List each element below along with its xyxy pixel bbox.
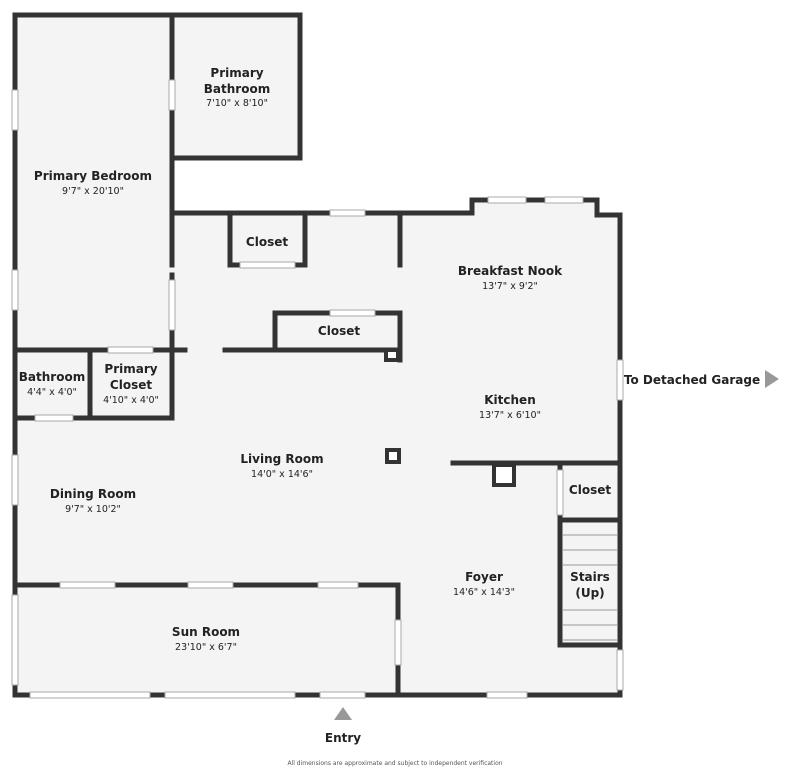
room-closet-middle: Closet: [318, 324, 360, 338]
room-breakfast-nook: Breakfast Nook 13'7" x 9'2": [458, 264, 563, 292]
svg-text:14'6" x 14'3": 14'6" x 14'3": [453, 587, 515, 598]
svg-text:Bathroom: Bathroom: [204, 82, 270, 96]
walls: [12, 12, 623, 698]
room-primary-closet: Primary Closet 4'10" x 4'0": [103, 362, 159, 406]
svg-text:Closet: Closet: [110, 378, 152, 392]
svg-text:Sun Room: Sun Room: [172, 625, 240, 639]
room-dining-room: Dining Room 9'7" x 10'2": [50, 487, 136, 515]
room-bathroom: Bathroom 4'4" x 4'0": [19, 370, 85, 398]
room-sun-room: Sun Room 23'10" x 6'7": [172, 625, 240, 653]
svg-text:23'10" x 6'7": 23'10" x 6'7": [175, 642, 237, 653]
garage-pointer: To Detached Garage: [624, 370, 779, 388]
svg-text:(Up): (Up): [575, 586, 604, 600]
entry-pointer: Entry: [325, 707, 361, 745]
windows-doors: [11, 79, 624, 699]
svg-text:4'10" x 4'0": 4'10" x 4'0": [103, 395, 159, 406]
svg-text:Entry: Entry: [325, 731, 361, 745]
svg-text:Bathroom: Bathroom: [19, 370, 85, 384]
svg-text:Dining Room: Dining Room: [50, 487, 136, 501]
room-primary-bedroom: Primary Bedroom 9'7" x 20'10": [34, 169, 152, 197]
svg-text:13'7" x 9'2": 13'7" x 9'2": [482, 281, 538, 292]
disclaimer: All dimensions are approximate and subje…: [287, 760, 502, 767]
floor-fill: [15, 15, 620, 695]
stairs: [562, 534, 617, 641]
svg-text:Breakfast Nook: Breakfast Nook: [458, 264, 563, 278]
svg-text:Foyer: Foyer: [465, 570, 503, 584]
svg-text:Primary Bedroom: Primary Bedroom: [34, 169, 152, 183]
svg-text:7'10" x 8'10": 7'10" x 8'10": [206, 98, 268, 109]
svg-text:4'4" x 4'0": 4'4" x 4'0": [27, 387, 77, 398]
svg-text:Primary: Primary: [210, 66, 263, 80]
room-stairs: Stairs (Up): [565, 568, 615, 608]
arrow-right-icon: [765, 370, 779, 388]
room-closet-upper: Closet: [246, 235, 288, 249]
svg-text:To Detached Garage: To Detached Garage: [624, 373, 760, 387]
svg-text:9'7" x 10'2": 9'7" x 10'2": [65, 504, 121, 515]
svg-text:Primary: Primary: [104, 362, 157, 376]
room-foyer: Foyer 14'6" x 14'3": [453, 570, 515, 598]
svg-text:14'0" x 14'6": 14'0" x 14'6": [251, 469, 313, 480]
arrow-up-icon: [334, 707, 352, 720]
svg-text:9'7" x 20'10": 9'7" x 20'10": [62, 186, 124, 197]
room-primary-bathroom: Primary Bathroom 7'10" x 8'10": [204, 66, 270, 109]
room-kitchen: Kitchen 13'7" x 6'10": [479, 393, 541, 421]
svg-text:13'7" x 6'10": 13'7" x 6'10": [479, 410, 541, 421]
svg-text:Stairs: Stairs: [570, 570, 610, 584]
room-living-room: Living Room 14'0" x 14'6": [240, 452, 323, 480]
room-closet-right: Closet: [569, 483, 611, 497]
svg-text:Kitchen: Kitchen: [484, 393, 536, 407]
svg-text:Living Room: Living Room: [240, 452, 323, 466]
